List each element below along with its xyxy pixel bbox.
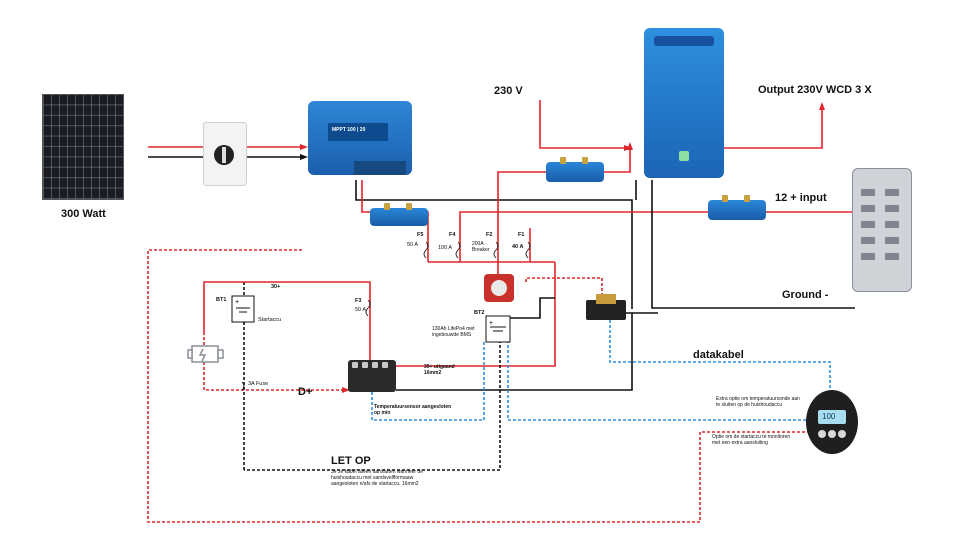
battery-protect-12v bbox=[708, 195, 766, 220]
bt1-desc: Startaccu bbox=[258, 317, 282, 323]
f1-value: 40 A bbox=[512, 244, 524, 250]
wire-dcdc-out bbox=[396, 262, 556, 367]
blade-fuse-box bbox=[852, 168, 912, 292]
bt1-cable-label: 30+ bbox=[271, 284, 281, 290]
fuse-3a-label: 3A Fuse bbox=[248, 381, 269, 387]
warning-text: 3e ze kabel alleen aansluiten wanneer de… bbox=[331, 469, 424, 487]
switch-dial bbox=[491, 280, 507, 296]
mppt-terminals bbox=[354, 161, 406, 175]
bmv-screen bbox=[818, 410, 846, 424]
ground-label: Ground - bbox=[782, 289, 829, 301]
inverter-logo-strip bbox=[654, 36, 714, 46]
fuse-3a bbox=[241, 381, 245, 391]
dc-input-label: 12 + input bbox=[775, 192, 827, 204]
battery-monitor-display: 100 bbox=[806, 390, 858, 454]
f5-label: F5 bbox=[417, 232, 424, 238]
alternator-engine-icon bbox=[187, 345, 224, 363]
solar-panel-image bbox=[42, 94, 124, 200]
wire-data-bmv bbox=[609, 320, 831, 392]
fuse-f1 bbox=[525, 241, 531, 259]
wire-start-batt-pos bbox=[203, 281, 371, 360]
f3-label: F3 bbox=[355, 298, 362, 304]
bt1-label: BT1 bbox=[216, 297, 227, 303]
datacable-label: datakabel bbox=[693, 349, 744, 361]
battery-bt2-symbol bbox=[485, 315, 511, 343]
bmv-reading: 100 bbox=[822, 412, 836, 421]
warning-title: LET OP bbox=[331, 455, 371, 467]
inverter-status-led bbox=[679, 151, 689, 161]
bmv-note-temp: Extra optie om temperatuursonde aan te s… bbox=[716, 396, 800, 408]
d-plus-label: D+ bbox=[298, 386, 313, 398]
wire-inverter-ground bbox=[651, 180, 855, 309]
svg-text:+: + bbox=[235, 299, 239, 306]
f2-label: F2 bbox=[486, 232, 493, 238]
fuse-f3 bbox=[365, 299, 371, 317]
fuse-f5 bbox=[423, 241, 429, 259]
f2-value: 200A Breaker bbox=[472, 241, 490, 253]
f1-label: F1 bbox=[518, 232, 525, 238]
f5-value: 50 A bbox=[407, 242, 419, 248]
battery-protect-mppt bbox=[370, 203, 428, 226]
wire-warning-link bbox=[244, 330, 501, 471]
wire-230v-out bbox=[724, 108, 823, 149]
wire-dplus bbox=[203, 332, 348, 391]
mppt-model-text: MPPT 100 | 20 bbox=[332, 127, 366, 133]
bt2-desc: 130Ah LifePo4 met ingebouwde BMS bbox=[432, 326, 475, 338]
dc-isolator-switch bbox=[203, 122, 247, 186]
battery-monitor-shunt bbox=[586, 294, 626, 320]
battery-protect-230v bbox=[546, 157, 604, 182]
isolator-knob bbox=[214, 145, 234, 165]
ac-output-label: Output 230V WCD 3 X bbox=[758, 84, 872, 96]
mppt-charge-controller: MPPT 100 | 20 bbox=[308, 101, 412, 175]
multiplus-inverter bbox=[644, 28, 724, 178]
f4-value: 100 A bbox=[438, 245, 453, 251]
f3-value: 50 A bbox=[355, 307, 367, 313]
bt2-label: BT2 bbox=[474, 310, 485, 316]
dcdc-out-label: 30+ uitgaand 16mm2 bbox=[424, 364, 455, 376]
temp-sensor-label: Temperatuursensor aangesloten op min bbox=[374, 404, 452, 416]
ac-input-label: 230 V bbox=[494, 85, 523, 97]
wire-temp-sensor bbox=[371, 340, 485, 421]
bmv-note-start: Optie om de startaccu te monitoren met e… bbox=[712, 434, 791, 446]
solar-panel-label: 300 Watt bbox=[61, 208, 106, 220]
dc-dc-charger bbox=[348, 360, 396, 392]
mppt-label-area bbox=[328, 123, 388, 141]
wire-230v-in bbox=[539, 100, 628, 149]
battery-bt1-symbol bbox=[231, 295, 255, 323]
wire-start-monitor bbox=[147, 249, 812, 523]
battery-main-switch bbox=[484, 274, 514, 302]
svg-text:+: + bbox=[489, 320, 493, 327]
fuse-f2 bbox=[493, 241, 499, 259]
fuse-f4 bbox=[455, 241, 461, 259]
f4-label: F4 bbox=[449, 232, 456, 238]
wire-mppt-neg bbox=[355, 180, 633, 309]
wire-neg-return bbox=[396, 313, 633, 391]
